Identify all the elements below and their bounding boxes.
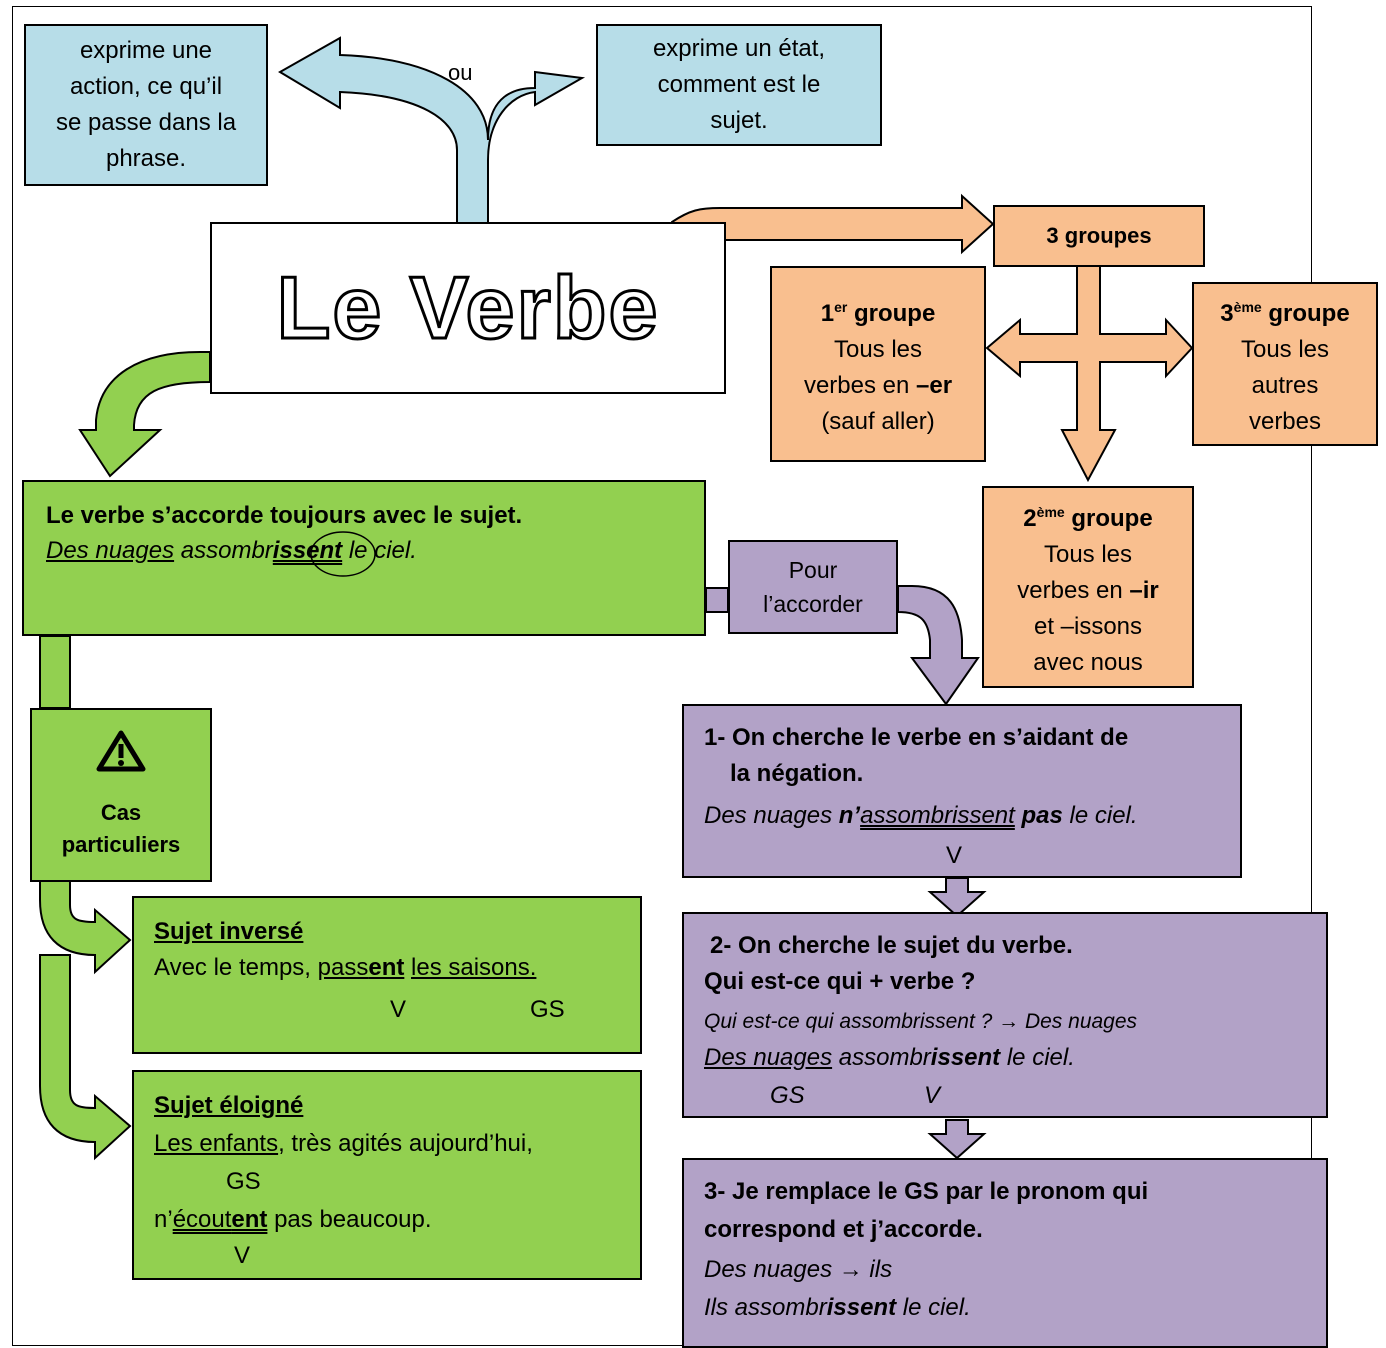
action-line: phrase. [105,145,187,172]
orange-cross-arrow [985,259,1194,483]
etat-line: exprime un état, [652,35,826,62]
step2-example: Des nuages assombrissent le ciel. [704,1044,1075,1071]
group2-line: et –issons [1033,612,1143,640]
cas-label: particuliers [61,832,181,857]
step3-line: Ils assombrissent le ciel. [704,1294,971,1321]
group3-line: verbes [1248,407,1322,435]
step3-box: 3- Je remplace le GS par le pronom qui c… [682,1158,1328,1348]
accord-ending-circle [310,531,376,577]
step2-tag-v: V [924,1082,941,1109]
eloigne-box: Sujet éloigné Les enfants, très agités a… [132,1070,642,1280]
inverse-example: Avec le temps, passent les saisons. [154,954,537,981]
etat-line: sujet. [710,107,768,134]
inverse-tag-v: V [390,996,407,1023]
purple-down-arrow-1 [927,877,987,918]
blue-fork-arrow [278,36,586,226]
page-title: Le Verbe [275,257,660,359]
purple-down-arrow-2 [927,1119,987,1160]
cas-box: Cas particuliers [30,708,212,882]
accord-box: Le verbe s’accorde toujours avec le suje… [22,480,706,636]
group3-box: 3ème groupe Tous les autres verbes [1192,282,1378,446]
action-line: exprime une [79,37,213,64]
accord-example: Des nuages assombrissent le ciel. [46,537,417,564]
groupes-header-label: 3 groupes [1046,223,1152,248]
step2-question: Qui est-ce qui + verbe ? [704,968,976,995]
inverse-title: Sujet inversé [154,918,304,945]
group2-title: 2ème groupe [1023,503,1153,532]
box-action: exprime une action, ce qu’il se passe da… [24,24,268,186]
group2-line: verbes en –ir [1017,576,1159,604]
step1-title: la négation. [730,760,864,787]
warning-icon [96,730,146,772]
step1-example: Des nuages n’assombrissent pas le ciel. [704,802,1138,829]
eloigne-tag-v: V [234,1242,251,1269]
inverse-box: Sujet inversé Avec le temps, passent les… [132,896,642,1054]
step2-tag-gs: GS [770,1082,805,1109]
step3-line: Des nuages → ils [704,1256,893,1283]
group3-line: Tous les [1240,335,1330,363]
box-etat: exprime un état, comment est le sujet. [596,24,882,146]
group1-line: verbes en –er [803,371,953,399]
step2-title: 2- On cherche le sujet du verbe. [710,932,1073,959]
cas-label: Cas [100,800,142,825]
groupes-header: 3 groupes [993,205,1205,267]
inverse-tag-gs: GS [530,996,565,1023]
eloigne-tag-gs: GS [226,1168,261,1195]
pour-line: Pour [788,557,838,583]
step2-box: 2- On cherche le sujet du verbe. Qui est… [682,912,1328,1118]
step1-title: 1- On cherche le verbe en s’aidant de [704,724,1129,751]
group1-line: Tous les [833,335,923,363]
eloigne-line2: n’écoutent pas beaucoup. [154,1206,432,1233]
group3-title: 3ème groupe [1220,298,1350,327]
step3-title: 3- Je remplace le GS par le pronom qui [704,1178,1149,1205]
group1-title: 1er groupe [820,298,936,327]
group3-line: autres [1251,371,1319,399]
group2-line: Tous les [1043,540,1133,568]
title-box: Le Verbe [210,222,726,394]
group1-line: (sauf aller) [821,407,935,435]
action-line: action, ce qu’il [69,73,223,100]
action-line: se passe dans la [55,109,237,136]
ou-label: ou [448,60,473,85]
step1-tag-v: V [946,842,963,869]
step3-title: correspond et j’accorde. [704,1216,983,1243]
group1-box: 1er groupe Tous les verbes en –er (sauf … [770,266,986,462]
eloigne-line1: Les enfants, très agités aujourd’hui, [154,1130,533,1157]
accord-rule: Le verbe s’accorde toujours avec le suje… [46,502,523,529]
pour-line: l’accorder [763,591,863,617]
step1-box: 1- On cherche le verbe en s’aidant de la… [682,704,1242,878]
step2-answer: Qui est-ce qui assombrissent ? → Des nua… [704,1010,1138,1033]
green-curved-arrow [78,351,211,478]
group2-box: 2ème groupe Tous les verbes en –ir et –i… [982,486,1194,688]
pour-box: Pour l’accorder [728,540,898,634]
etat-line: comment est le [657,71,821,98]
group2-line: avec nous [1033,648,1143,676]
orange-arrow-to-groupes [671,193,995,255]
eloigne-title: Sujet éloigné [154,1092,304,1119]
